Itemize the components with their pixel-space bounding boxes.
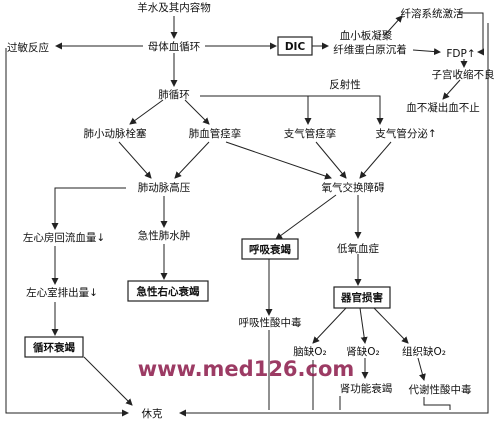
node-pulmonary-circulation: 肺循环: [158, 88, 190, 101]
node-kidney-hypoxia: 肾缺O₂: [346, 345, 379, 358]
arrow-organ-to-brain: [312, 307, 347, 344]
node-bleeding: 血不凝出血不止: [406, 101, 480, 114]
arrow-metabolic-to-shock: [423, 397, 451, 410]
arrow-spasm-to-gas-exchange: [225, 141, 332, 180]
node-acute-edema: 急性肺水肿: [138, 229, 191, 242]
arrow-bronchospasm-to-gas-exchange: [315, 141, 347, 179]
node-respiratory-failure: 呼吸衰竭: [249, 243, 291, 256]
node-resp-acidosis: 呼吸性酸中毒: [239, 316, 302, 329]
node-pulmonary-spasm: 肺血管痉挛: [189, 127, 242, 140]
node-lv-output: 左心室排出量↓: [26, 286, 98, 299]
arrow-pulmonary-to-embolism: [129, 99, 164, 125]
node-gas-exchange: 氧气交换障碍: [322, 181, 385, 194]
node-maternal-circulation: 母体血循环: [148, 40, 201, 53]
node-organ-damage: 器官损害: [340, 291, 383, 304]
node-metabolic-acidosis: 代谢性酸中毒: [409, 383, 472, 396]
arrow-organ-to-kidney: [359, 307, 368, 344]
arrow-uterine-to-bleeding: [442, 79, 461, 100]
circulatory-failure-box: [24, 336, 84, 358]
node-acute-rhf: 急性右心衰竭: [137, 285, 200, 298]
node-labels: 羊水及其内容物 母体血循环 过敏反应 DIC 血小板凝聚 纤维蛋白原沉着 纤溶系…: [7, 1, 495, 420]
arrow-allergic-to-shock: [5, 48, 129, 417]
node-dic: DIC: [285, 41, 306, 53]
node-brain-hypoxia: 脑缺O₂: [293, 345, 326, 358]
acute-rhf-box: [127, 280, 209, 302]
arrow-embolism-to-hypertension: [118, 141, 152, 179]
node-renal-failure: 肾功能衰竭: [340, 382, 393, 395]
arrow-secretion-to-gas-exchange: [359, 141, 392, 179]
node-pulmonary-hypertension: 肺动脉高压: [138, 181, 191, 194]
node-fdp: FDP↑: [446, 48, 475, 60]
arrow-platelet-to-fibrinolysis: [383, 15, 403, 37]
node-uterine-atony: 子宫收缩不良: [432, 68, 495, 81]
node-platelet-aggregation: 血小板凝聚: [340, 29, 393, 42]
dic-box: [277, 36, 313, 56]
boxes: [24, 36, 391, 358]
node-reflex: 反射性: [329, 78, 361, 91]
arrow-fibrinolysis-to-fdp: [458, 12, 484, 56]
node-amniotic: 羊水及其内容物: [137, 1, 211, 14]
arrow-gas-to-resp-failure: [275, 194, 337, 240]
node-circulatory-failure: 循环衰竭: [33, 341, 75, 354]
node-pulmonary-embolism: 肺小动脉栓塞: [84, 127, 147, 140]
arrow-tissue-to-metabolic: [417, 357, 426, 381]
node-bronchial-secretion: 支气管分泌↑: [375, 127, 436, 140]
arrow-bleeding-to-shock: [179, 23, 489, 417]
respiratory-failure-box: [241, 238, 299, 260]
arrow-circulatory-to-shock: [83, 356, 133, 406]
node-fibrinogen-deposition: 纤维蛋白原沉着: [333, 43, 407, 56]
node-allergic-reaction: 过敏反应: [7, 41, 49, 54]
connectors: [5, 12, 489, 417]
arrow-hypertension-to-la: [51, 187, 126, 230]
node-bronchospasm: 支气管痉挛: [284, 127, 337, 140]
watermark-text: www.med126.com: [138, 357, 355, 381]
arrow-fibrinogen-to-fdp: [412, 48, 441, 56]
node-shock: 休克: [142, 408, 163, 420]
arrow-spasm-to-hypertension: [174, 141, 210, 179]
arrow-organ-to-tissue: [373, 307, 409, 344]
node-tissue-hypoxia: 组织缺O₂: [402, 345, 446, 358]
arrow-pulmonary-to-bronchospasm: [200, 95, 312, 125]
organ-damage-box: [333, 286, 391, 309]
arrow-pulmonary-to-spasm: [184, 99, 210, 125]
node-fibrinolysis: 纤溶系统激活: [401, 7, 464, 20]
arrow-reflex-to-secretion: [308, 95, 384, 125]
node-la-return: 左心房回流血量↓: [23, 231, 105, 244]
node-hypoxemia: 低氧血症: [337, 242, 379, 255]
